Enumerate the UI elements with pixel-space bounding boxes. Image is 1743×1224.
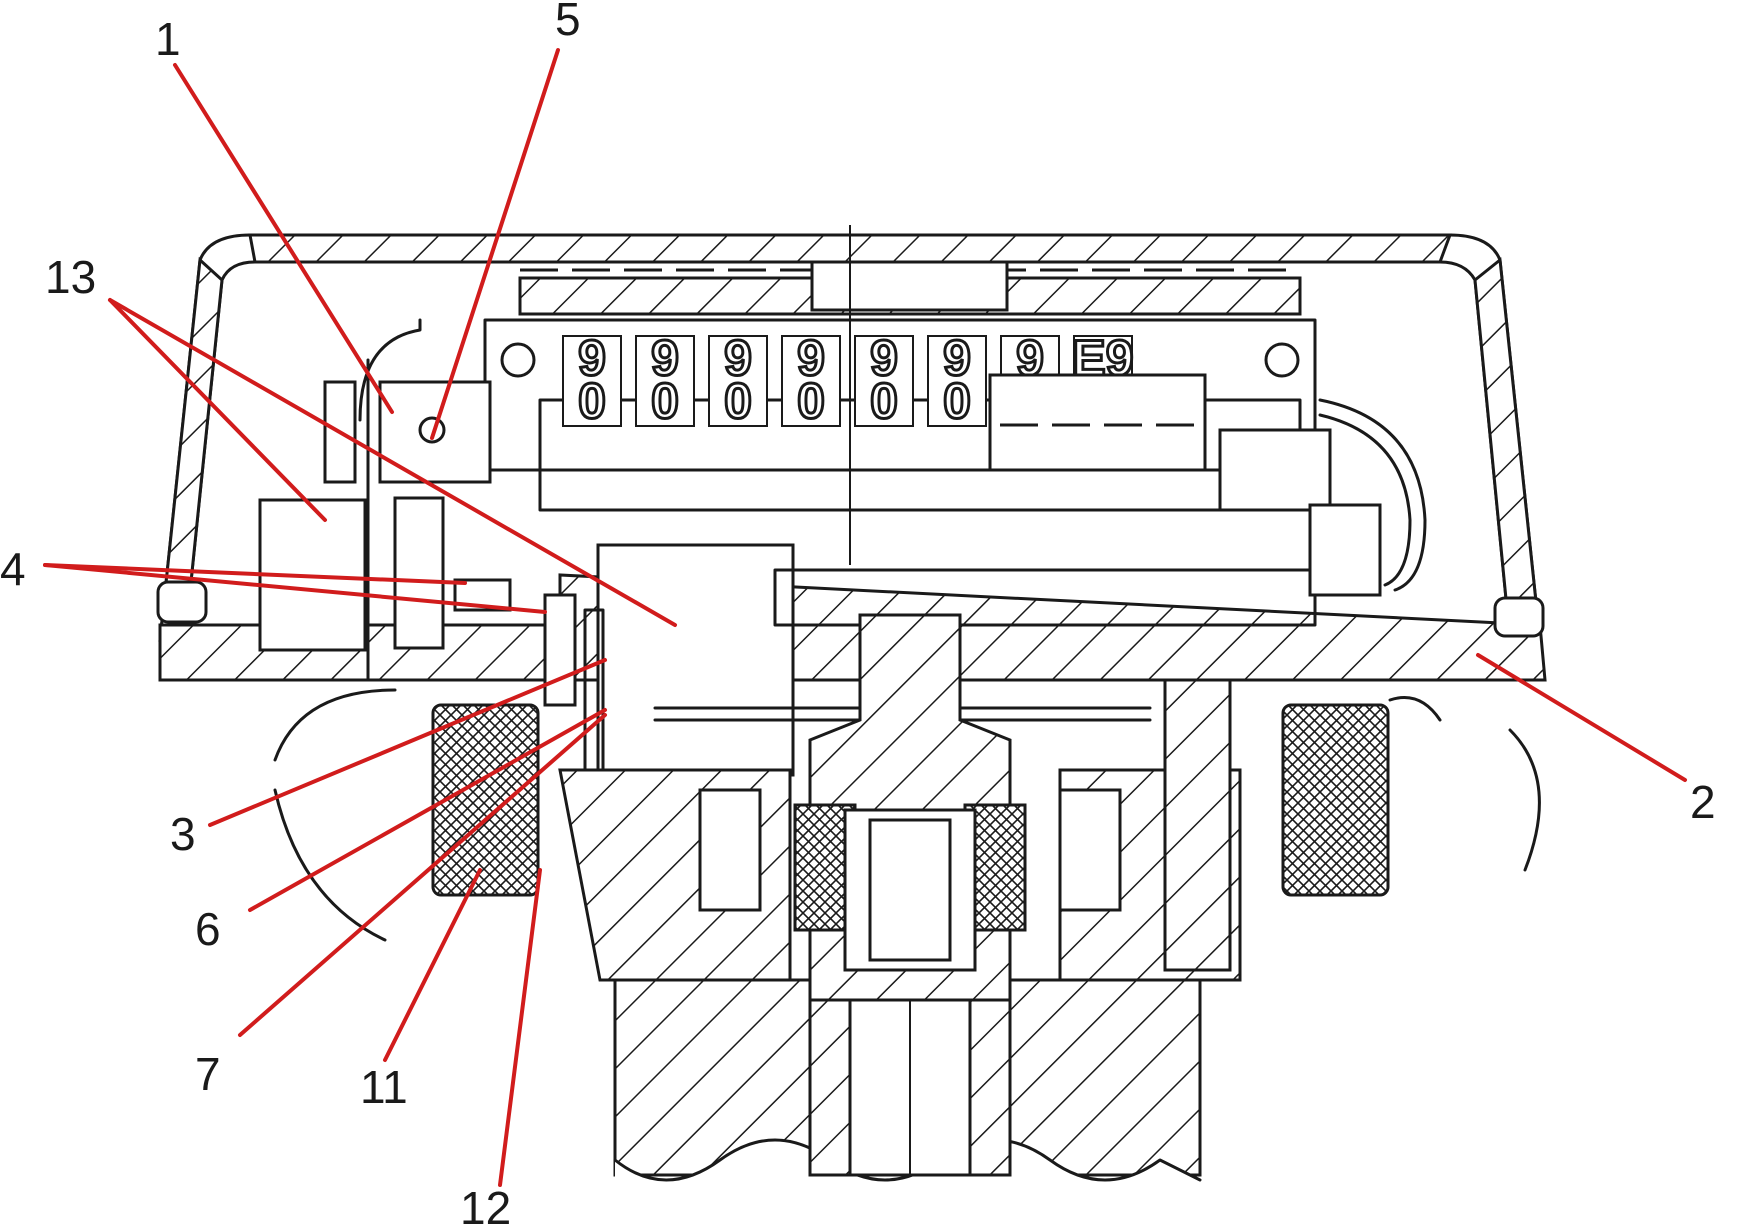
callout-12: 12: [460, 1182, 511, 1224]
digit-bottom: 0: [578, 373, 606, 429]
leader-13a: [108, 298, 327, 522]
digit-top: 9: [651, 330, 679, 386]
coil-right: [1281, 696, 1541, 897]
leader-13b: [108, 298, 677, 627]
digit-top: 9: [578, 330, 606, 386]
leader-6: [248, 708, 607, 912]
lower-housing: [558, 678, 1242, 1224]
leader-lines: [43, 48, 1687, 1187]
callout-4: 4: [0, 543, 26, 595]
digit-wheel: [635, 335, 695, 427]
callout-6: 6: [195, 903, 221, 955]
digit-wheel: [927, 335, 987, 427]
right-wiring: [1308, 398, 1427, 597]
digit-top: 9: [724, 330, 752, 386]
digit-wheel: [781, 335, 841, 427]
leader-1: [173, 63, 394, 414]
callout-3: 3: [170, 808, 196, 860]
digit-top: 9: [943, 330, 971, 386]
leader-4b: [43, 563, 547, 614]
callout-2: 2: [1690, 776, 1716, 828]
leader-5: [430, 48, 560, 440]
digit-wheel: [854, 335, 914, 427]
digit-bottom: 0: [724, 373, 752, 429]
callout-1: 1: [155, 13, 181, 65]
digit-bottom: 0: [651, 373, 679, 429]
digit-bottom: 0: [870, 373, 898, 429]
leader-7: [238, 713, 607, 1037]
callout-13: 13: [45, 251, 96, 303]
callout-5: 5: [555, 0, 581, 45]
leader-4a: [43, 563, 467, 585]
callout-7: 7: [195, 1048, 221, 1100]
digit-bottom: 0: [797, 373, 825, 429]
digit-wheel: [562, 335, 622, 427]
leader-3: [208, 658, 607, 827]
callout-11: 11: [360, 1061, 408, 1113]
digit-wheel: [708, 335, 768, 427]
leader-11: [383, 868, 482, 1062]
coil-left: [273, 688, 540, 942]
digit-bottom: 0: [943, 373, 971, 429]
digit-top: 9: [870, 330, 898, 386]
digit-top: 9: [797, 330, 825, 386]
central-shaft: [793, 613, 1027, 1177]
leader-2: [1476, 653, 1687, 782]
leader-12: [498, 868, 542, 1187]
